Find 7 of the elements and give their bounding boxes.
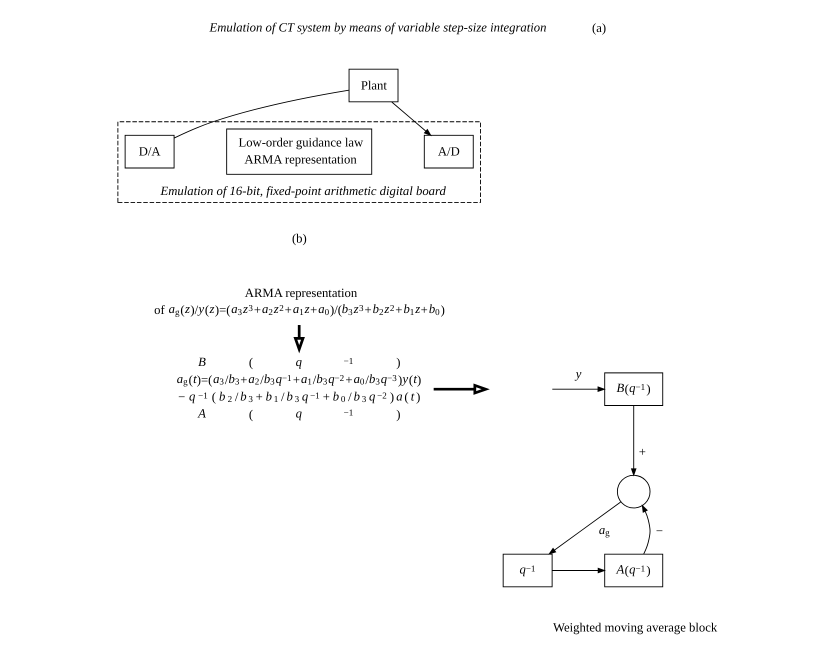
edge-label: y xyxy=(575,367,581,382)
label: (a) xyxy=(592,21,606,36)
node-label: Weighted moving average block xyxy=(552,620,717,634)
label: (b) xyxy=(291,232,306,246)
edge-label: − xyxy=(655,524,663,538)
node-label: Emulation of CT system by means of variable step-size integration xyxy=(208,20,546,34)
edge-label: + xyxy=(638,445,646,460)
